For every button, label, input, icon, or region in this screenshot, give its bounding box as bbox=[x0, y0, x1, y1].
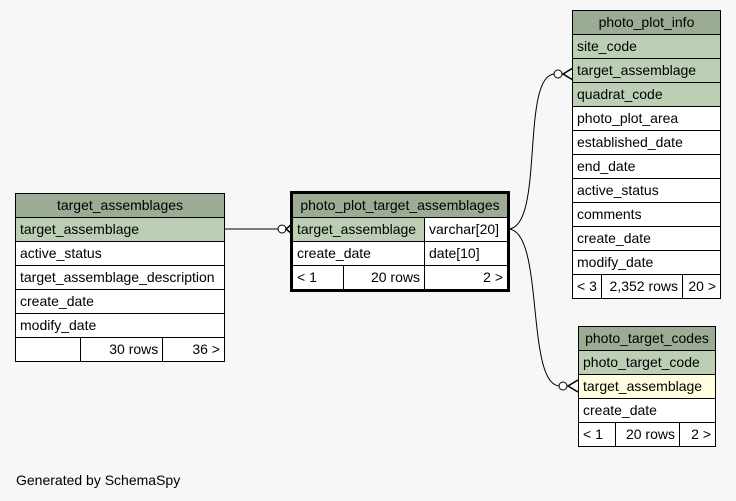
column-type: date[10] bbox=[424, 242, 507, 265]
table-footer: < 1 20 rows 2 > bbox=[579, 423, 715, 446]
connector-zero-marker bbox=[277, 224, 287, 234]
table-title[interactable]: photo_plot_target_assemblages bbox=[293, 194, 507, 218]
child-count[interactable]: 2 > bbox=[679, 423, 715, 446]
parent-count[interactable]: < 1 bbox=[583, 426, 603, 442]
table-title[interactable]: target_assemblages bbox=[16, 194, 224, 218]
column-row[interactable]: comments bbox=[573, 203, 720, 227]
connector-crowfoot bbox=[561, 67, 574, 81]
column-row[interactable]: photo_target_code bbox=[579, 351, 715, 375]
child-count[interactable]: 2 > bbox=[424, 266, 507, 289]
table-title[interactable]: photo_target_codes bbox=[579, 327, 715, 351]
table-photo-plot-info[interactable]: photo_plot_info site_code target_assembl… bbox=[572, 10, 721, 299]
table-footer: 30 rows 36 > bbox=[16, 338, 224, 361]
column-row[interactable]: create_date bbox=[16, 290, 224, 314]
parent-count[interactable]: < 1 bbox=[297, 269, 317, 285]
parent-count[interactable]: < 3 bbox=[577, 278, 597, 294]
parent-count[interactable] bbox=[16, 338, 80, 361]
table-target-assemblages[interactable]: target_assemblages target_assemblage act… bbox=[15, 193, 225, 362]
column-name: target_assemblage bbox=[297, 221, 417, 237]
column-row[interactable]: photo_plot_area bbox=[573, 107, 720, 131]
column-row[interactable]: target_assemblage varchar[20] bbox=[293, 218, 507, 242]
column-row[interactable]: site_code bbox=[573, 35, 720, 59]
column-row[interactable]: create_date date[10] bbox=[293, 242, 507, 266]
table-footer: < 1 20 rows 2 > bbox=[293, 266, 507, 289]
connector-zero-marker bbox=[558, 381, 568, 391]
column-row[interactable]: target_assemblage bbox=[579, 375, 715, 399]
row-count: 20 rows bbox=[615, 423, 679, 446]
column-type: varchar[20] bbox=[424, 218, 507, 241]
table-footer: < 3 2,352 rows 20 > bbox=[573, 275, 720, 298]
column-row[interactable]: modify_date bbox=[16, 314, 224, 338]
row-count: 20 rows bbox=[343, 266, 424, 289]
column-row[interactable]: end_date bbox=[573, 155, 720, 179]
row-count: 2,352 rows bbox=[601, 275, 682, 298]
table-photo-plot-target-assemblages[interactable]: photo_plot_target_assemblages target_ass… bbox=[290, 191, 510, 292]
child-count[interactable]: 36 > bbox=[162, 338, 224, 361]
connector-crowfoot bbox=[566, 379, 579, 393]
column-row[interactable]: create_date bbox=[579, 399, 715, 423]
table-photo-target-codes[interactable]: photo_target_codes photo_target_code tar… bbox=[578, 326, 716, 447]
connector-photo-target-codes bbox=[507, 228, 561, 387]
column-row[interactable]: target_assemblage bbox=[16, 218, 224, 242]
connector-photo-plot-info bbox=[507, 73, 556, 230]
column-row[interactable]: quadrat_code bbox=[573, 83, 720, 107]
column-row[interactable]: modify_date bbox=[573, 251, 720, 275]
column-row[interactable]: active_status bbox=[573, 179, 720, 203]
table-title[interactable]: photo_plot_info bbox=[573, 11, 720, 35]
column-row[interactable]: create_date bbox=[573, 227, 720, 251]
column-row[interactable]: target_assemblage_description bbox=[16, 266, 224, 290]
generated-by-label: Generated by SchemaSpy bbox=[16, 472, 181, 488]
child-count[interactable]: 20 > bbox=[682, 275, 720, 298]
column-row[interactable]: target_assemblage bbox=[573, 59, 720, 83]
column-name: create_date bbox=[297, 245, 371, 261]
column-row[interactable]: established_date bbox=[573, 131, 720, 155]
connector-zero-marker bbox=[553, 69, 563, 79]
row-count: 30 rows bbox=[79, 338, 163, 361]
column-row[interactable]: active_status bbox=[16, 242, 224, 266]
